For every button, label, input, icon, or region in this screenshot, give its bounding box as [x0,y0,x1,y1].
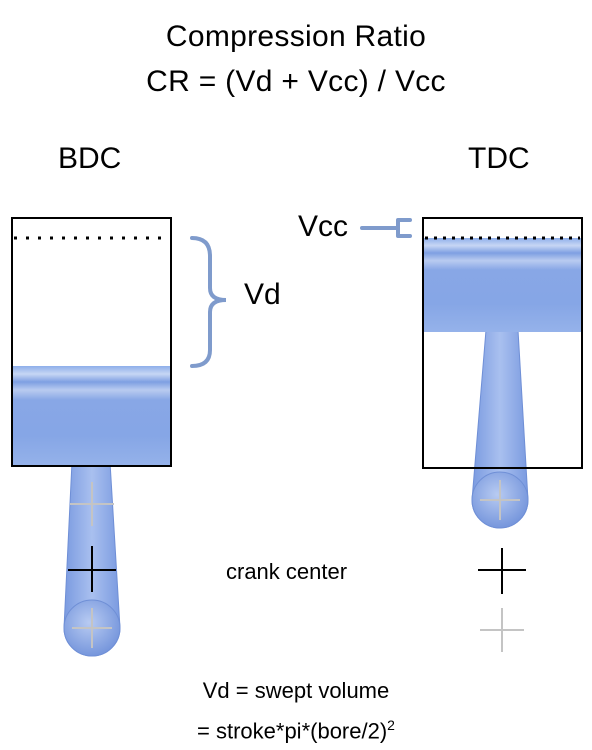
bdc-cylinder [11,217,172,467]
tdc-label: TDC [468,142,530,175]
swept-volume-formula: = stroke*pi*(bore/2)2 [0,712,592,744]
diagram-title: Compression Ratio [165,20,427,53]
bdc-crank-center-cross-icon [68,546,116,592]
bdc-assembly [11,217,227,657]
tdc-assembly [360,217,583,652]
bdc-upper-gray-cross-icon [70,482,114,526]
tdc-pin-gray-cross-icon [480,480,520,520]
tdc-piston [423,238,582,332]
vd-label: Vd [244,278,281,311]
crank-center-label: crank center [226,559,348,584]
swept-volume-definition: Vd = swept volume [202,678,390,703]
tdc-lower-gray-cross-icon [480,608,524,652]
bdc-piston [12,366,171,466]
vd-bracket [190,236,227,368]
cr-formula: CR = (Vd + Vcc) / Vcc [146,65,446,98]
vcc-bracket [360,218,412,238]
bdc-label: BDC [58,142,122,175]
swept-volume-exponent: 2 [387,717,395,733]
tdc-crank-center-cross-icon [478,548,526,594]
bdc-pin-gray-cross-icon [72,608,112,648]
tdc-cylinder [422,217,583,469]
swept-volume-formula-text: = stroke*pi*(bore/2) [197,718,388,744]
vcc-label: Vcc [298,210,349,243]
